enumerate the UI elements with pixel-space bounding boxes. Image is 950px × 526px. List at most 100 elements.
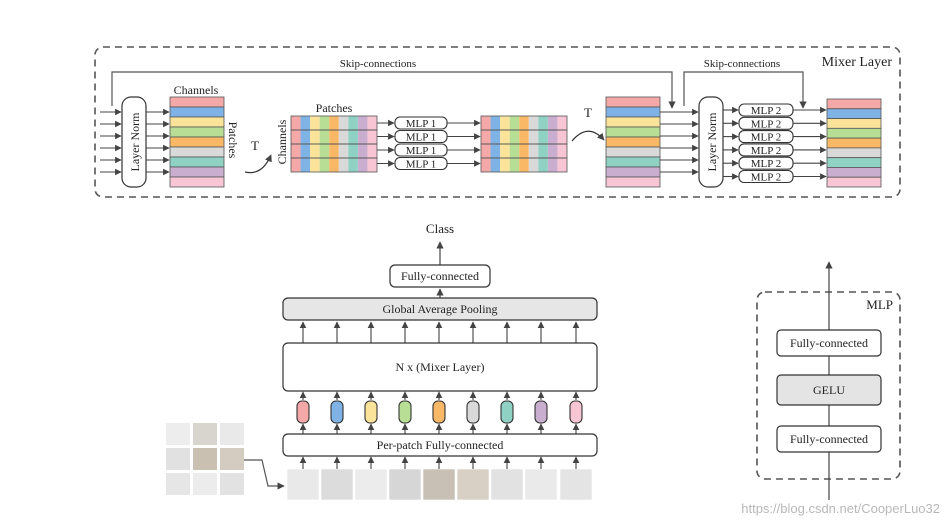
table5-row bbox=[826, 147, 882, 159]
mixer-stack-box bbox=[282, 342, 598, 392]
table4-row bbox=[605, 176, 661, 188]
mixer-layer-border bbox=[94, 46, 901, 198]
transpose-2-label: T bbox=[584, 105, 592, 120]
table4-row bbox=[605, 146, 661, 158]
mlp-fc-top-label: Fully-connected bbox=[790, 336, 868, 350]
mixer-layer-panel: Mixer Layer Skip-connections Skip-connec… bbox=[94, 46, 901, 198]
mixer-layer-title: Mixer Layer bbox=[822, 55, 893, 70]
patch-token bbox=[398, 400, 412, 424]
table5-row bbox=[826, 108, 882, 119]
patch-image bbox=[286, 468, 320, 501]
patch-tokens bbox=[296, 391, 583, 434]
mlp-block-panel: MLP Fully-connected GELU Fully-connected bbox=[756, 261, 901, 500]
table5-row bbox=[826, 167, 882, 178]
table4-row bbox=[605, 136, 661, 148]
mlp-fc-bottom-box bbox=[776, 425, 882, 453]
table5-row bbox=[826, 176, 882, 188]
patch-image bbox=[559, 468, 593, 501]
table1-row bbox=[169, 146, 225, 158]
table4-row bbox=[605, 166, 661, 178]
table4-row bbox=[605, 126, 661, 138]
table5-row bbox=[826, 118, 882, 129]
patch-image bbox=[490, 468, 524, 501]
table4-row bbox=[605, 156, 661, 168]
mlp1-label: MLP 1 bbox=[406, 118, 436, 130]
skip-connection-2-line bbox=[683, 71, 807, 109]
patch-token bbox=[296, 400, 310, 424]
patch-token bbox=[534, 400, 548, 424]
table5-row bbox=[826, 98, 882, 110]
layer-norm-1-output-arrows bbox=[146, 108, 170, 176]
mixer-to-pooling-arrows bbox=[299, 321, 580, 343]
mlp2-label: MLP 2 bbox=[751, 105, 781, 117]
table1-row bbox=[169, 106, 225, 118]
patch-token bbox=[569, 400, 583, 424]
layer-norm-1-label: Layer Norm bbox=[128, 112, 142, 172]
global-avg-pooling-label: Global Average Pooling bbox=[382, 302, 497, 316]
transpose-1-arrow bbox=[244, 154, 272, 174]
transpose-2-arrow bbox=[571, 130, 605, 142]
patch-token bbox=[330, 400, 344, 424]
table1-row bbox=[169, 126, 225, 138]
patch-token bbox=[466, 400, 480, 424]
token-table-4 bbox=[605, 96, 661, 188]
patch-sequence-strip bbox=[286, 456, 593, 501]
mlp-fc-bottom-label: Fully-connected bbox=[790, 432, 868, 446]
patch-token bbox=[500, 400, 514, 424]
layer-norm-2-label: Layer Norm bbox=[705, 112, 719, 172]
mlp-fc-top-box bbox=[776, 329, 882, 357]
table5-row bbox=[826, 127, 882, 139]
image-patch bbox=[193, 473, 217, 495]
layer-norm-2-box bbox=[698, 96, 724, 188]
patches-vertical-label: Patches bbox=[226, 122, 240, 159]
mlp1-label: MLP 1 bbox=[406, 132, 436, 144]
image-patch bbox=[166, 473, 190, 495]
patch-token bbox=[432, 400, 446, 424]
mlp2-label: MLP 2 bbox=[751, 172, 781, 184]
image-patch bbox=[220, 448, 244, 470]
channels-label: Channels bbox=[174, 83, 219, 97]
per-patch-fc-label: Per-patch Fully-connected bbox=[377, 438, 504, 452]
image-patch bbox=[193, 423, 217, 445]
mlp2-label: MLP 2 bbox=[751, 158, 781, 170]
mlp1-label: MLP 1 bbox=[406, 159, 436, 171]
table5-row bbox=[826, 137, 882, 149]
table1-row bbox=[169, 96, 225, 108]
token-table-3 bbox=[480, 115, 568, 173]
image-patch bbox=[193, 448, 217, 470]
gelu-box bbox=[776, 374, 882, 406]
mlp-block-title: MLP bbox=[866, 297, 893, 312]
mlp2-label: MLP 2 bbox=[751, 132, 781, 144]
table1-row bbox=[169, 136, 225, 148]
mlp2-label: MLP 2 bbox=[751, 118, 781, 130]
table4-row bbox=[605, 116, 661, 128]
image-patch bbox=[220, 473, 244, 495]
head-fc-box bbox=[389, 264, 491, 288]
input-image-patch-grid bbox=[166, 423, 244, 495]
skip-connection-2-label: Skip-connections bbox=[704, 58, 780, 70]
token-table-5 bbox=[826, 98, 882, 188]
patch-image bbox=[388, 468, 422, 501]
image-patch bbox=[166, 423, 190, 445]
patch-token bbox=[364, 400, 378, 424]
table4-row bbox=[605, 106, 661, 118]
class-label: Class bbox=[426, 221, 454, 236]
image-patch bbox=[166, 448, 190, 470]
patch-image bbox=[456, 468, 490, 501]
table5-row bbox=[826, 157, 882, 168]
table1-row bbox=[169, 116, 225, 128]
layer-norm-1-box bbox=[121, 96, 147, 188]
skip-connection-1-line bbox=[111, 71, 676, 109]
channels-vertical-label: Channels bbox=[275, 119, 289, 164]
mlp1-label: MLP 1 bbox=[406, 145, 436, 157]
skip-connection-1-label: Skip-connections bbox=[340, 58, 416, 70]
patch-image bbox=[320, 468, 354, 501]
table1-row bbox=[169, 176, 225, 188]
table1-row bbox=[169, 166, 225, 178]
gelu-label: GELU bbox=[813, 383, 845, 397]
per-patch-fc-box bbox=[282, 433, 598, 457]
table1-row bbox=[169, 156, 225, 168]
